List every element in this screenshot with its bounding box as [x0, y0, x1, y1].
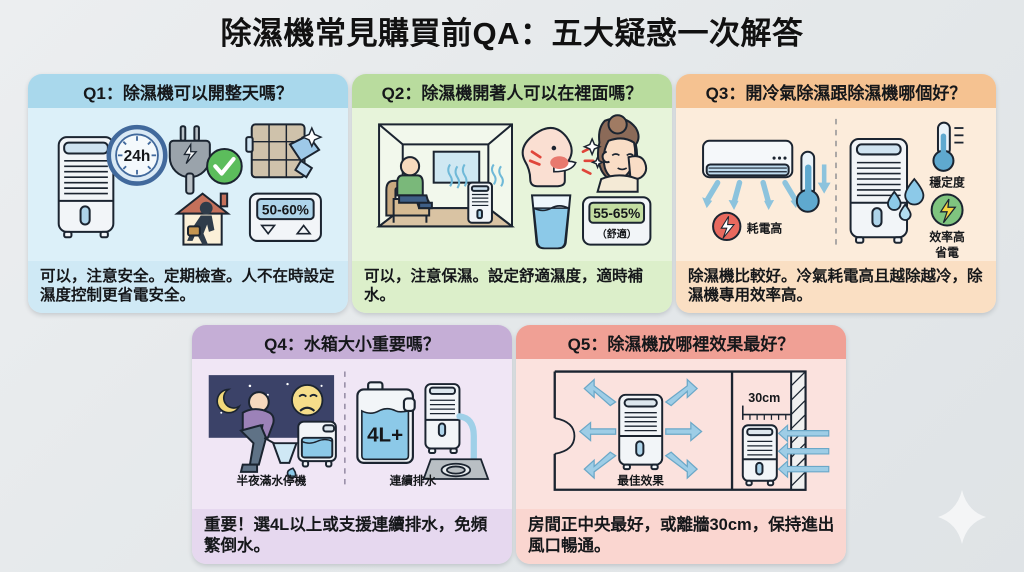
dehumidifier-icon [849, 137, 909, 244]
card-footer-q1: 可以，注意安全。定期檢查。人不在時設定濕度控制更省電安全。 [28, 260, 348, 313]
green-bolt-badge-icon [930, 193, 964, 227]
card-illustration-q4: 半夜滿水停機 4L+ [192, 359, 512, 510]
airflow-arrows-icon [578, 378, 703, 480]
page-title: 除濕機常見購買前QA：五大疑惑一次解答 [220, 16, 804, 51]
card-footer-q2: 可以，注意保濕。設定舒適濕度，適時補水。 [352, 260, 672, 313]
qa-card-q1: Q1：除濕機可以開整天嗎？ [28, 74, 348, 313]
water-tank-4l-icon: 4L+ [356, 381, 416, 464]
q1-artwork: 24h [57, 123, 323, 246]
airflow-arrow-heads [702, 197, 801, 210]
night-scene-emptying-tank-icon [208, 375, 337, 479]
sparkle-icon [582, 137, 605, 170]
q3-right-bottom-label-1: 效率高 [929, 230, 965, 244]
air-conditioner-icon [702, 139, 794, 179]
qa-card-q4: Q4：水箱大小重要嗎？ [192, 325, 512, 564]
filter-clean-icon [245, 123, 323, 179]
red-bolt-badge-icon [712, 211, 742, 242]
card-footer-q5: 房間正中央最好，或離牆30cm，保持進出風口暢通。 [516, 509, 846, 564]
skin-care-woman-icon [582, 114, 648, 193]
humidity-note: （舒適） [597, 227, 637, 240]
card-header-q2: Q2：除濕機開著人可以在裡面嗎？ [352, 74, 672, 108]
dehumidifier-with-hose-icon [424, 383, 461, 455]
humidity-panel-icon: 50-60% [248, 192, 322, 242]
moon-icon [216, 388, 242, 414]
q4-artwork: 半夜滿水停機 4L+ [208, 371, 490, 487]
q5-distance-label: 30cm [748, 391, 780, 405]
increase-arrow-icon [295, 224, 312, 235]
q5-center-label: 最佳效果 [617, 473, 664, 487]
card-illustration-q1: 24h [28, 108, 348, 261]
card-illustration-q5: 最佳效果 30cm [516, 359, 846, 510]
dehumidifier-center-icon [618, 393, 664, 471]
qa-card-q5: Q5：除濕機放哪裡效果最好？ [516, 325, 846, 564]
clock-24h-icon: 24h [106, 124, 168, 186]
floor-drain-icon [422, 458, 490, 480]
water-drops-icon [886, 177, 925, 221]
tank-label: 4L+ [367, 423, 403, 446]
qa-card-q3: Q3：開冷氣除濕跟除濕機哪個好？ [676, 74, 996, 313]
qa-card-q2: Q2：除濕機開著人可以在裡面嗎？ [352, 74, 672, 313]
clock-label: 24h [124, 148, 151, 165]
thermometer-down-icon [795, 150, 831, 213]
q3-artwork: 耗電高 [702, 118, 965, 259]
q5-artwork: 最佳效果 30cm [553, 370, 830, 491]
thermometer-icon [932, 121, 964, 172]
card-header-q5: Q5：除濕機放哪裡效果最好？ [516, 325, 846, 359]
humidity-panel-icon: 55-65% （舒適） [582, 196, 652, 246]
glass-of-water-icon [530, 194, 572, 250]
dehumidifier-icon [57, 136, 115, 239]
sparkle-icon [938, 490, 986, 544]
card-footer-q4: 重要！選4L以上或支援連續排水，免頻繁倒水。 [192, 509, 512, 564]
decrease-arrow-icon [260, 224, 277, 235]
card-header-q1: Q1：除濕機可以開整天嗎？ [28, 74, 348, 108]
card-footer-q3: 除濕機比較好。冷氣耗電高且越除越冷，除濕機專用效率高。 [676, 260, 996, 313]
card-header-q3: Q3：開冷氣除濕跟除濕機哪個好？ [676, 74, 996, 108]
q3-left-label: 耗電高 [747, 222, 783, 236]
humidity-value: 50-60% [262, 203, 309, 218]
q4-right-label: 連續排水 [390, 473, 437, 487]
q4-left-label: 半夜滿水停機 [237, 473, 307, 487]
room-person-seated-icon [376, 123, 515, 228]
dehumidifier-near-wall-icon [741, 424, 778, 487]
house-person-leaving-icon [174, 192, 231, 246]
wall-inflow-arrows-icon [777, 423, 830, 479]
q3-right-bottom-label-2: 省電 [934, 245, 959, 259]
sad-face-icon [291, 384, 324, 417]
card-illustration-q2: 55-65% （舒適） [352, 108, 672, 261]
airflow-waves-icon [447, 163, 504, 189]
cold-airflow-arrows-icon [703, 179, 799, 206]
card-header-q4: Q4：水箱大小重要嗎？ [192, 325, 512, 359]
dry-throat-icon [521, 127, 595, 188]
green-check-icon [206, 147, 243, 185]
q2-artwork: 55-65% （舒適） [376, 114, 652, 250]
card-illustration-q3: 耗電高 [676, 108, 996, 261]
power-plug-icon [168, 125, 211, 195]
ruler-30cm-icon [741, 405, 792, 420]
q3-right-top-label: 穩定度 [928, 175, 965, 189]
humidity-value: 55-65% [593, 206, 640, 221]
